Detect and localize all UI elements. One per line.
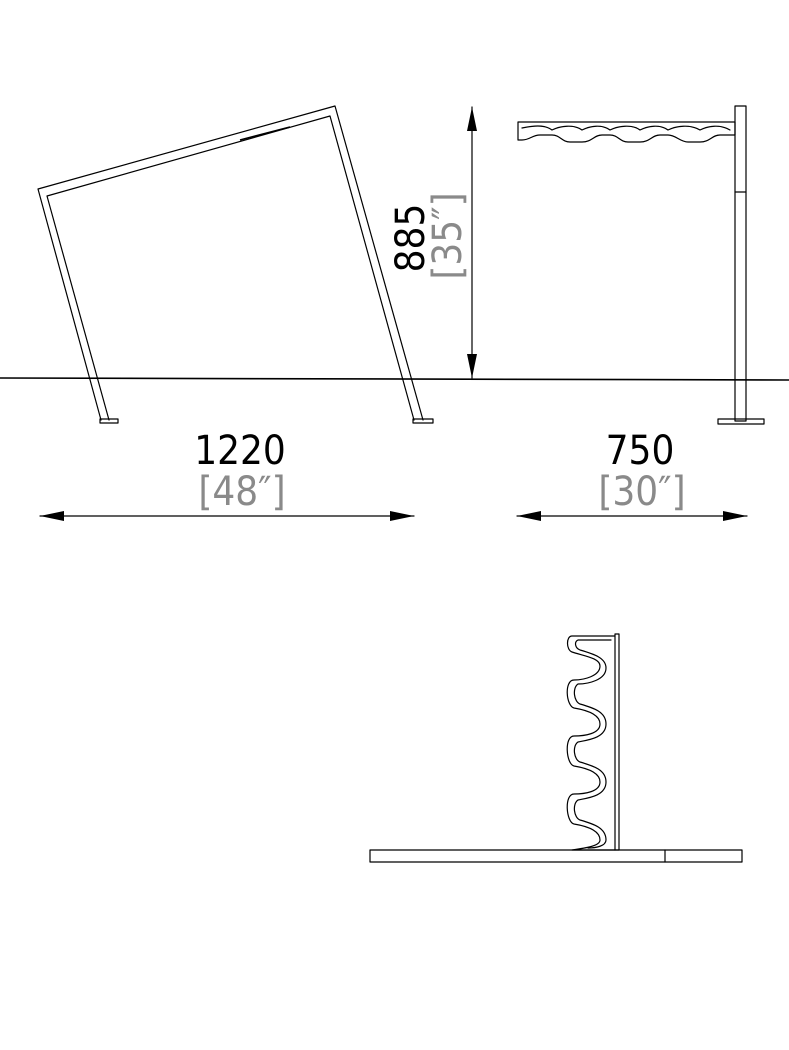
depth-inch-label: [30″] xyxy=(598,469,685,515)
front-view-frame xyxy=(37,105,434,424)
top-view-stand xyxy=(369,633,743,863)
side-view-stand xyxy=(517,105,765,425)
height-mm-label: 885 xyxy=(388,204,434,273)
width-mm-label: 1220 xyxy=(194,428,286,474)
height-dimension: 885 [35″] xyxy=(388,106,477,379)
depth-mm-label: 750 xyxy=(606,428,675,474)
width-inch-label: [48″] xyxy=(198,469,285,515)
width-dimension: 1220 [48″] xyxy=(39,428,415,521)
depth-dimension: 750 [30″] xyxy=(516,428,748,521)
ground-line xyxy=(0,377,789,381)
height-inch-label: [35″] xyxy=(425,192,471,279)
